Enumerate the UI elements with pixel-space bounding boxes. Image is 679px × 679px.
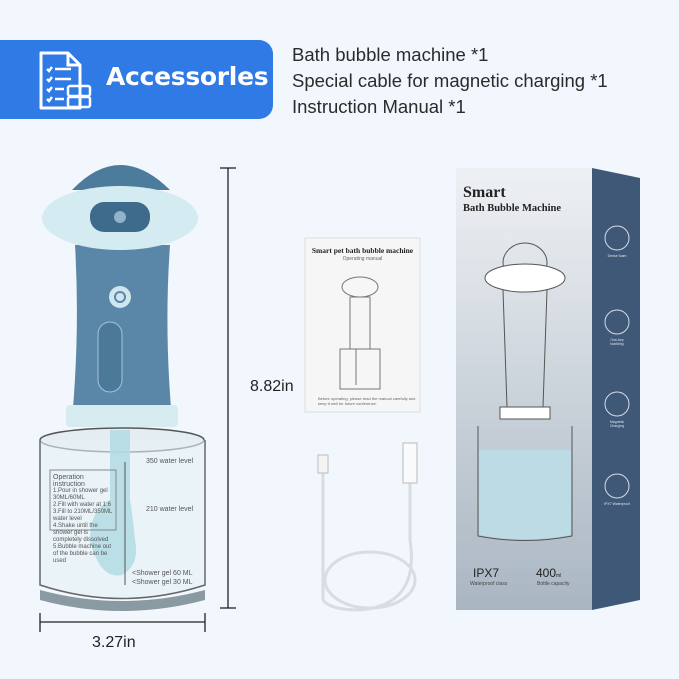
jar-instruction-step: 4.Shake until the shower gel is complete…	[53, 523, 109, 543]
manual-title: Smart pet bath bubble machine	[311, 246, 414, 255]
box-feature-label: Magnetic Charging	[609, 420, 625, 428]
jar-mark: <Shower gel 60 ML	[132, 570, 193, 577]
jar-instructions: Operation instruction 1.Pour in shower g…	[53, 474, 115, 565]
list-item: Special cable for magnetic charging *1	[292, 70, 608, 91]
box-capacity-caption: Bottle capacity	[537, 581, 570, 587]
manual-subtitle: Operating manual	[342, 256, 383, 262]
jar-instruction-step: 2.Fill with water at 1:6	[53, 502, 112, 508]
height-dimension-label: 8.82in	[250, 378, 294, 395]
box-feature-label: One-key bubbling	[610, 338, 624, 346]
list-item: Instruction Manual *1	[292, 96, 466, 117]
jar-mark: <Shower gel 30 ML	[132, 579, 193, 586]
jar-mark: 350 water level	[146, 458, 194, 465]
box-ipx-caption: Waterproof class	[470, 581, 508, 587]
box-capacity: 400ml	[536, 566, 561, 580]
accessories-list: Bath bubble machine *1 Special cable for…	[292, 42, 608, 120]
box-feature-label: Dense foam	[607, 254, 627, 258]
jar-instruction-step: 5.Bubble machine out of the bubble can b…	[53, 544, 112, 564]
box-capacity-value: 400	[536, 566, 557, 580]
manual-footer: Before operating, please read the manual…	[318, 396, 416, 406]
box-title: Smart	[463, 184, 506, 201]
box-subtitle: Bath Bubble Machine	[463, 203, 562, 214]
accessories-banner: Accessorles	[0, 40, 273, 119]
box-ipx-rating: IPX7	[473, 566, 500, 580]
box-capacity-unit: ml	[556, 573, 562, 579]
width-dimension-label: 3.27in	[92, 634, 136, 651]
list-item: Bath bubble machine *1	[292, 44, 489, 65]
jar-instruction-step: 3.Fill to 210ML/350ML water level	[53, 509, 113, 522]
box-feature-label: IPX7 Waterproof	[604, 502, 630, 506]
jar-instruction-step: 1.Pour in shower gel 30ML/60ML	[53, 488, 108, 501]
jar-instruction-title: Operation instruction	[53, 474, 85, 488]
document-checklist-icon	[39, 51, 92, 110]
banner-title: Accessorles	[106, 62, 269, 91]
jar-mark: 210 water level	[146, 506, 194, 513]
